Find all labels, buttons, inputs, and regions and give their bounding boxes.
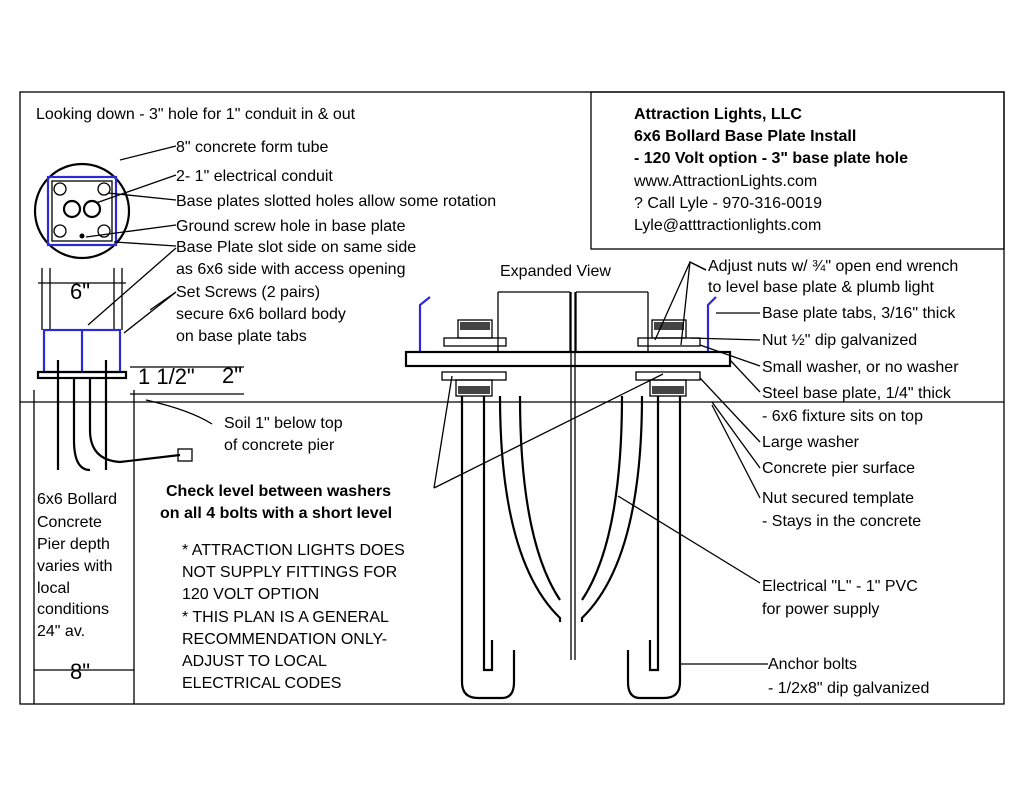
top-view-bollard-square (46, 175, 118, 247)
title-company: Attraction Lights, LLC (634, 106, 802, 123)
svg-text:24" av.: 24" av. (37, 623, 85, 640)
drawing-frame (19, 91, 1005, 705)
check-level-label-2: on all 4 bolts with a short level (160, 505, 392, 522)
svg-text:conditions: conditions (37, 601, 109, 618)
title-website: www.AttractionLights.com (633, 173, 817, 190)
conduit-circle-1 (62, 199, 82, 219)
ground-screw-hole (79, 233, 85, 239)
svg-text:Pier depth: Pier depth (37, 536, 110, 553)
pier-surface-label: Concrete pier surface (762, 460, 915, 477)
small-washer-label: Small washer, or no washer (762, 359, 959, 376)
svg-text:Concrete: Concrete (37, 514, 102, 531)
electrical-label-1: Electrical "L" - 1" PVC (762, 578, 918, 595)
looking-down-label: Looking down - 3" hole for 1" conduit in… (36, 106, 356, 123)
electrical-label-2: for power supply (762, 601, 879, 618)
dim-2-label: 2" (222, 363, 242, 388)
svg-text:ELECTRICAL CODES: ELECTRICAL CODES (182, 675, 341, 692)
set-screws-label-3: on base plate tabs (176, 328, 307, 345)
steel-plate-label-1: Steel base plate, 1/4" thick (762, 385, 952, 402)
soil-label-2: of concrete pier (224, 437, 335, 454)
set-screws-label-2: secure 6x6 bollard body (176, 306, 346, 323)
title-block-border (590, 91, 1005, 250)
form-tube-circle (33, 162, 131, 260)
slot-side-label-2: as 6x6 side with access opening (176, 261, 405, 278)
title-product: 6x6 Bollard Base Plate Install (634, 128, 856, 145)
top-view-base-plate (51, 180, 113, 242)
notes-block: * ATTRACTION LIGHTS DOES NOT SUPPLY FITT… (182, 542, 405, 692)
anchor-bolts-label-1: Anchor bolts (768, 656, 857, 673)
bolt-circle-br (97, 224, 111, 238)
slot-side-label-1: Base Plate slot side on same side (176, 239, 416, 256)
large-washer-label: Large washer (762, 434, 860, 451)
expanded-base-plate (404, 350, 732, 368)
title-call: ? Call Lyle - 970-316-0019 (634, 195, 822, 212)
title-option: - 120 Volt option - 3" base plate hole (634, 150, 908, 167)
template-label-1: Nut secured template (762, 490, 914, 507)
side-view (33, 268, 244, 704)
conduit-label: 2- 1" electrical conduit (176, 168, 333, 185)
pier-text: 6x6 Bollard Concrete Pier depth varies w… (37, 491, 117, 640)
nut-label: Nut ½" dip galvanized (762, 332, 917, 349)
expanded-view-label: Expanded View (500, 263, 611, 280)
steel-plate-label-2: - 6x6 fixture sits on top (762, 408, 923, 425)
top-view (33, 162, 131, 260)
svg-text:NOT SUPPLY FITTINGS FOR: NOT SUPPLY FITTINGS FOR (182, 564, 397, 581)
dim-6-label: 6" (70, 279, 90, 304)
expanded-view (404, 291, 732, 700)
dim-1-5-label: 1 1/2" (138, 364, 195, 389)
svg-text:ADJUST TO LOCAL: ADJUST TO LOCAL (182, 653, 327, 670)
svg-text:* THIS PLAN IS A GENERAL: * THIS PLAN IS A GENERAL (182, 609, 389, 626)
soil-label-1: Soil 1" below top (224, 415, 343, 432)
set-screws-label-1: Set Screws (2 pairs) (176, 284, 320, 301)
tabs-label: Base plate tabs, 3/16" thick (762, 305, 956, 322)
svg-text:RECOMMENDATION ONLY-: RECOMMENDATION ONLY- (182, 631, 387, 648)
svg-text:local: local (37, 580, 70, 597)
dim-8-label: 8" (70, 659, 90, 684)
right-leader-lines (433, 261, 768, 665)
adjust-nuts-label-1: Adjust nuts w/ ¾" open end wrench (708, 258, 958, 275)
left-leader-lines (85, 145, 177, 334)
bolt-circle-tl (53, 182, 67, 196)
adjust-nuts-label-2: to level base plate & plumb light (708, 279, 934, 296)
bolt-circle-tr (97, 182, 111, 196)
svg-text:varies with: varies with (37, 558, 113, 575)
svg-text:6x6 Bollard: 6x6 Bollard (37, 491, 117, 508)
template-label-2: - Stays in the concrete (762, 513, 921, 530)
check-level-label-1: Check level between washers (166, 483, 391, 500)
side-view-base-plate (36, 370, 128, 380)
conduit-circle-2 (82, 199, 102, 219)
bolt-circle-bl (53, 224, 67, 238)
ground-screw-label: Ground screw hole in base plate (176, 218, 406, 235)
svg-text:120 VOLT OPTION: 120 VOLT OPTION (182, 586, 319, 603)
form-tube-label: 8" concrete form tube (176, 139, 329, 156)
title-email: Lyle@atttractionlights.com (634, 217, 821, 234)
anchor-bolts-label-2: - 1/2x8" dip galvanized (768, 680, 929, 697)
slotted-label: Base plates slotted holes allow some rot… (176, 193, 496, 210)
svg-text:* ATTRACTION LIGHTS DOES: * ATTRACTION LIGHTS DOES (182, 542, 405, 559)
